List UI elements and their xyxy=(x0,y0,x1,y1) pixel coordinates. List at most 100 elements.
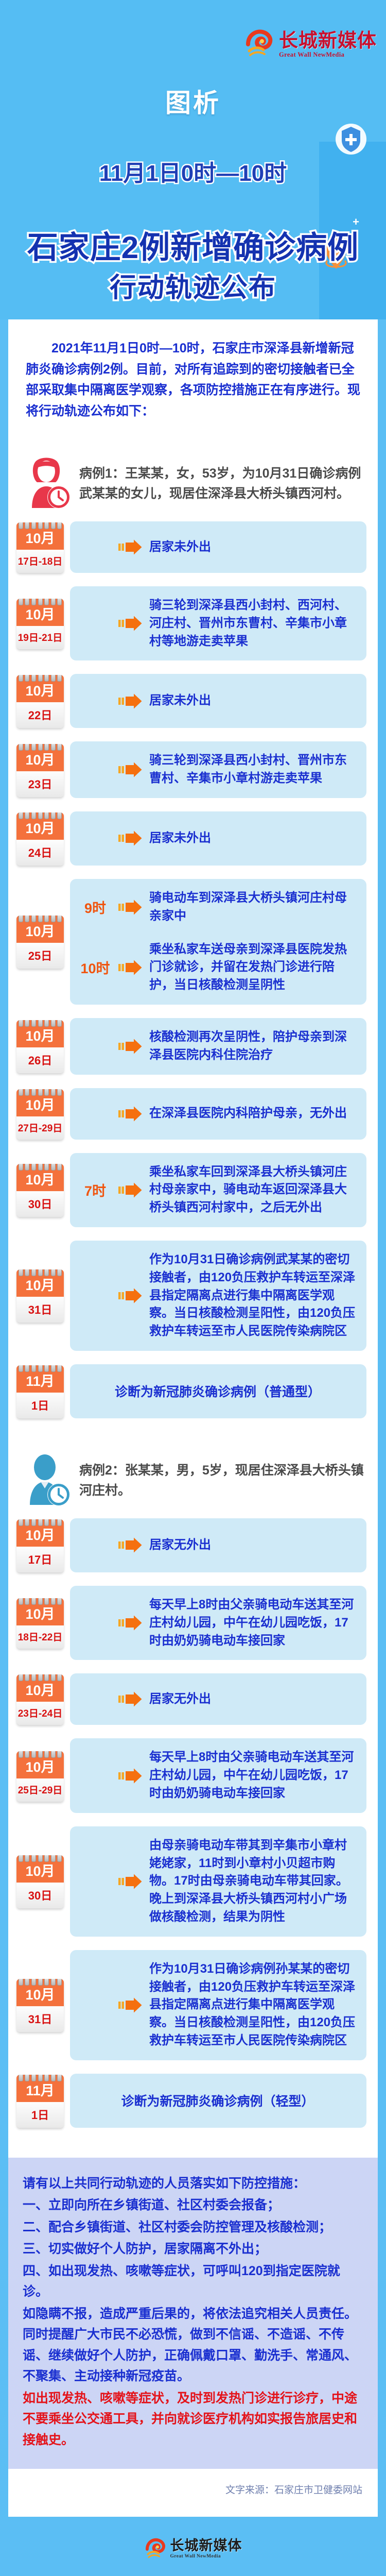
calendar-rings-icon xyxy=(16,1751,64,1758)
notice-warning-red: 如出现发热、咳嗽等症状，及时到发热门诊进行诊疗，中途不要乘坐公交通工具，并向就诊… xyxy=(23,2391,358,2447)
footer-brand-name-en: Great Wall NewMedia xyxy=(170,2554,221,2560)
case-section-1: 病例1：王某某，女，53岁，为10月31日确诊病例武某某的女儿，现居住深泽县大桥… xyxy=(8,442,378,1439)
arrow-right-icon xyxy=(118,1874,142,1889)
timeline-entries: 每天早上8时由父亲骑电动车送其至河庄村幼儿园，中午在幼儿园吃饭，17时由奶奶骑电… xyxy=(79,1596,356,1650)
timeline-bubble: 每天早上8时由父亲骑电动车送其至河庄村幼儿园，中午在幼儿园吃饭，17时由奶奶骑电… xyxy=(70,1738,366,1813)
timeline-entry: 居家无外出 xyxy=(79,1536,356,1554)
timeline-entries: 由母亲骑电动车带其到辛集市小章村姥姥家，11时到小章村小贝超市购物。17时由母亲… xyxy=(79,1837,356,1926)
timeline-bubble: 每天早上8时由父亲骑电动车送其至河庄村幼儿园，中午在幼儿园吃饭，17时由奶奶骑电… xyxy=(70,1585,366,1660)
calendar-rings-icon xyxy=(16,522,64,529)
entry-text: 骑电动车到深泽县大桥头镇河庄村母亲家中 xyxy=(149,890,347,923)
header-banner: + 长城新媒体 Great Wall NewMedia 图析 11月1日0时—1… xyxy=(0,0,386,319)
timeline-entry: 每天早上8时由父亲骑电动车送其至河庄村幼儿园，中午在幼儿园吃饭，17时由奶奶骑电… xyxy=(79,1596,356,1650)
calendar-day: 1日 xyxy=(16,1392,64,1418)
arrow-right-icon xyxy=(118,960,142,975)
arrow-right-icon xyxy=(118,1691,142,1707)
notice-item-2: 二、配合乡镇街道、社区村委会防控管理及核酸检测； xyxy=(23,2219,332,2234)
notice-heading: 请有以上共同行动轨迹的人员落实如下防控措施： xyxy=(23,2176,306,2191)
entry-text: 核酸检测再次呈阴性，陪护母亲到深泽县医院内科住院治疗 xyxy=(149,1029,347,1062)
timeline-bubble: 诊断为新冠肺炎确诊病例（普通型） xyxy=(70,1364,366,1418)
calendar-rings-icon xyxy=(16,599,64,606)
calendar-day: 31日 xyxy=(16,1297,64,1323)
timeline-entries: 居家未外出 xyxy=(79,829,356,848)
timeline-bubble: 居家未外出 xyxy=(70,521,366,573)
calendar-rings-icon xyxy=(16,1365,64,1372)
calendar-day: 27日-29日 xyxy=(16,1116,64,1140)
plus-decoration-icon: + xyxy=(353,215,359,228)
calendar-day: 25日-29日 xyxy=(16,1778,64,1802)
entry-time-label: 7时 xyxy=(84,1183,107,1199)
entry-text: 骑三轮到深泽县西小封村、晋州市东曹村、辛集市小章村游走卖苹果 xyxy=(149,753,347,786)
calendar-day: 23日-24日 xyxy=(16,1702,64,1725)
timeline-bubble: 由母亲骑电动车带其到辛集市小章村姥姥家，11时到小章村小贝超市购物。17时由母亲… xyxy=(70,1826,366,1937)
timeline-bubble: 居家未外出 xyxy=(70,674,366,728)
timeline-bubble: 骑三轮到深泽县西小封村、西河村、河庄村、晋州市东曹村、辛集市小章村等地游走卖苹果 xyxy=(70,586,366,661)
calendar-month: 10月 xyxy=(16,1855,64,1883)
timeline-entry: 居家未外出 xyxy=(79,538,356,556)
entry-text: 骑三轮到深泽县西小封村、西河村、河庄村、晋州市东曹村、辛集市小章村等地游走卖苹果 xyxy=(149,598,347,648)
entry-text: 在深泽县医院内科陪护母亲，无外出 xyxy=(149,1106,347,1121)
timeline-entries: 作为10月31日确诊病例武某某的密切接触者，由120负压救护车转运至深泽县指定隔… xyxy=(79,1251,356,1341)
timeline-entry: 作为10月31日确诊病例孙某某的密切接触者，由120负压救护车转运至深泽县指定隔… xyxy=(79,1960,356,2050)
timeline-entry: 核酸检测再次呈阴性，陪护母亲到深泽县医院内科住院治疗 xyxy=(79,1028,356,1064)
timeline-bubble: 作为10月31日确诊病例孙某某的密切接触者，由120负压救护车转运至深泽县指定隔… xyxy=(70,1950,366,2060)
notice-item-1: 一、立即向所在乡镇街道、社区村委会报备； xyxy=(23,2198,280,2213)
timeline-entry: 作为10月31日确诊病例武某某的密切接触者，由120负压救护车转运至深泽县指定隔… xyxy=(79,1251,356,1341)
timeline-bubble: 在深泽县医院内科陪护母亲，无外出 xyxy=(70,1088,366,1140)
calendar-rings-icon xyxy=(16,1269,64,1277)
arrow-right-icon xyxy=(118,900,142,915)
timeline-entry: 居家未外出 xyxy=(79,829,356,848)
timeline-entry: 7时乘坐私家车回到深泽县大桥头镇河庄村母亲家中，骑电动车返回深泽县大桥头镇西河村… xyxy=(79,1163,356,1217)
entry-text: 作为10月31日确诊病例武某某的密切接触者，由120负压救护车转运至深泽县指定隔… xyxy=(149,1252,356,1338)
calendar-rings-icon xyxy=(16,1020,64,1027)
calendar-day: 24日 xyxy=(16,839,64,866)
calendar-rings-icon xyxy=(16,1855,64,1862)
footer-brand-name-cn: 长城新媒体 xyxy=(170,2538,242,2554)
calendar-day: 23日 xyxy=(16,771,64,797)
entry-time-label: 9时 xyxy=(84,901,107,917)
arrow-right-icon xyxy=(118,1039,142,1054)
calendar-day: 19日-21日 xyxy=(16,626,64,650)
great-wall-logo-mark-icon xyxy=(246,29,273,56)
calendar-day: 30日 xyxy=(16,1883,64,1909)
notice-paragraph: 如隐瞒不报，造成严重后果的，将依法追究相关人员责任。同时提醒广大市民不必恐慌，做… xyxy=(23,2306,358,2384)
arrow-right-icon xyxy=(118,693,142,709)
timeline-entries: 居家未外出 xyxy=(79,538,356,556)
notice-item-4: 四、如出现发热、咳嗽等症状，可呼叫120到指定医院就诊。 xyxy=(23,2263,340,2299)
header-accent-wedge xyxy=(319,142,386,319)
diagnosis-text: 诊断为新冠肺炎确诊病例（普通型） xyxy=(114,1385,321,1400)
calendar-rings-icon xyxy=(16,743,64,751)
timeline-bubble: 7时乘坐私家车回到深泽县大桥头镇河庄村母亲家中，骑电动车返回深泽县大桥头镇西河村… xyxy=(70,1153,366,1227)
timeline-entries: 居家无外出 xyxy=(79,1690,356,1708)
timeline-entries: 在深泽县医院内科陪护母亲，无外出 xyxy=(79,1105,356,1123)
timeline-entry: 居家未外出 xyxy=(79,692,356,710)
timeline-entries: 作为10月31日确诊病例孙某某的密切接触者，由120负压救护车转运至深泽县指定隔… xyxy=(79,1960,356,2050)
calendar-rings-icon xyxy=(16,1979,64,1986)
footer-brand-logo: 长城新媒体 Great Wall NewMedia xyxy=(0,2537,386,2561)
arrow-right-icon xyxy=(118,1106,142,1122)
arrow-right-icon xyxy=(118,1537,142,1553)
timeline-bubble: 诊断为新冠肺炎确诊病例（轻型） xyxy=(70,2073,366,2128)
